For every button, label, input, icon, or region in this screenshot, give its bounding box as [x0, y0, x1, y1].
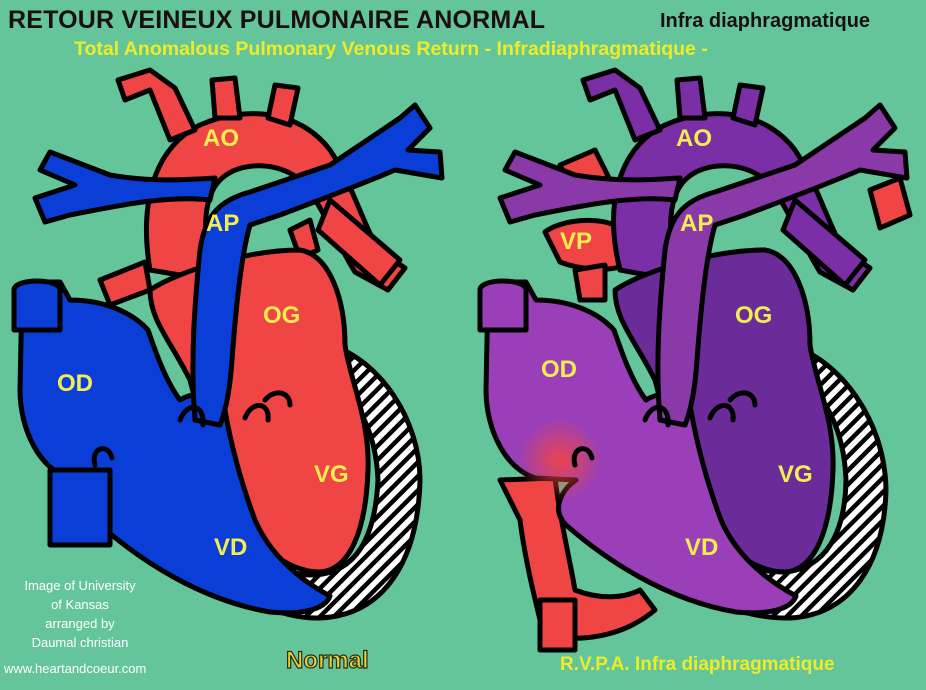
- normal-aortic-branch-2: [212, 78, 240, 118]
- tapvr-label-ap: AP: [680, 210, 713, 238]
- credit-url: www.heartandcoeur.com: [4, 661, 146, 676]
- normal-label-og: OG: [263, 302, 300, 330]
- normal-label-od: OD: [57, 370, 93, 398]
- tapvr-pulmonary-vein-right: [870, 178, 910, 228]
- image-credit: Image of University of Kansas arranged b…: [0, 576, 164, 652]
- credit-line-4: Daumal christian: [0, 633, 160, 652]
- tapvr-mixing-glow: [518, 418, 602, 502]
- normal-caption: Normal: [286, 647, 369, 675]
- tapvr-label-vp: VP: [560, 228, 592, 256]
- normal-label-ao: AO: [203, 125, 239, 153]
- normal-superior-vena-cava: [14, 281, 60, 330]
- tapvr-aortic-branch-3: [733, 85, 763, 125]
- tapvr-label-ao: AO: [676, 125, 712, 153]
- page-subtitle: Total Anomalous Pulmonary Venous Return …: [74, 38, 708, 61]
- normal-label-vg: VG: [314, 461, 349, 489]
- title-qualifier: Infra diaphragmatique: [660, 10, 870, 33]
- normal-inferior-vena-cava: [50, 470, 110, 545]
- tapvr-aortic-branch-1: [583, 70, 660, 140]
- tapvr-aortic-branch-2: [677, 78, 705, 118]
- tapvr-label-vd: VD: [685, 534, 718, 562]
- tapvr-pulmonary-vein-stub: [575, 265, 605, 300]
- credit-line-3: arranged by: [0, 614, 160, 633]
- page-title: RETOUR VEINEUX PULMONAIRE ANORMAL: [8, 6, 545, 35]
- tapvr-label-og: OG: [735, 302, 772, 330]
- credit-line-2: of Kansas: [0, 595, 160, 614]
- tapvr-collector-trunk: [540, 600, 575, 650]
- tapvr-label-vg: VG: [778, 461, 813, 489]
- tapvr-superior-vena-cava: [480, 281, 526, 330]
- normal-pulmonary-vein-right: [100, 262, 150, 305]
- normal-aortic-branch-3: [268, 85, 298, 125]
- credit-line-1: Image of University: [0, 576, 160, 595]
- normal-aortic-branch-1: [118, 70, 195, 140]
- normal-label-vd: VD: [214, 534, 247, 562]
- tapvr-label-od: OD: [541, 356, 577, 384]
- normal-label-ap: AP: [206, 210, 239, 238]
- tapvr-caption: R.V.P.A. Infra diaphragmatique: [560, 654, 835, 676]
